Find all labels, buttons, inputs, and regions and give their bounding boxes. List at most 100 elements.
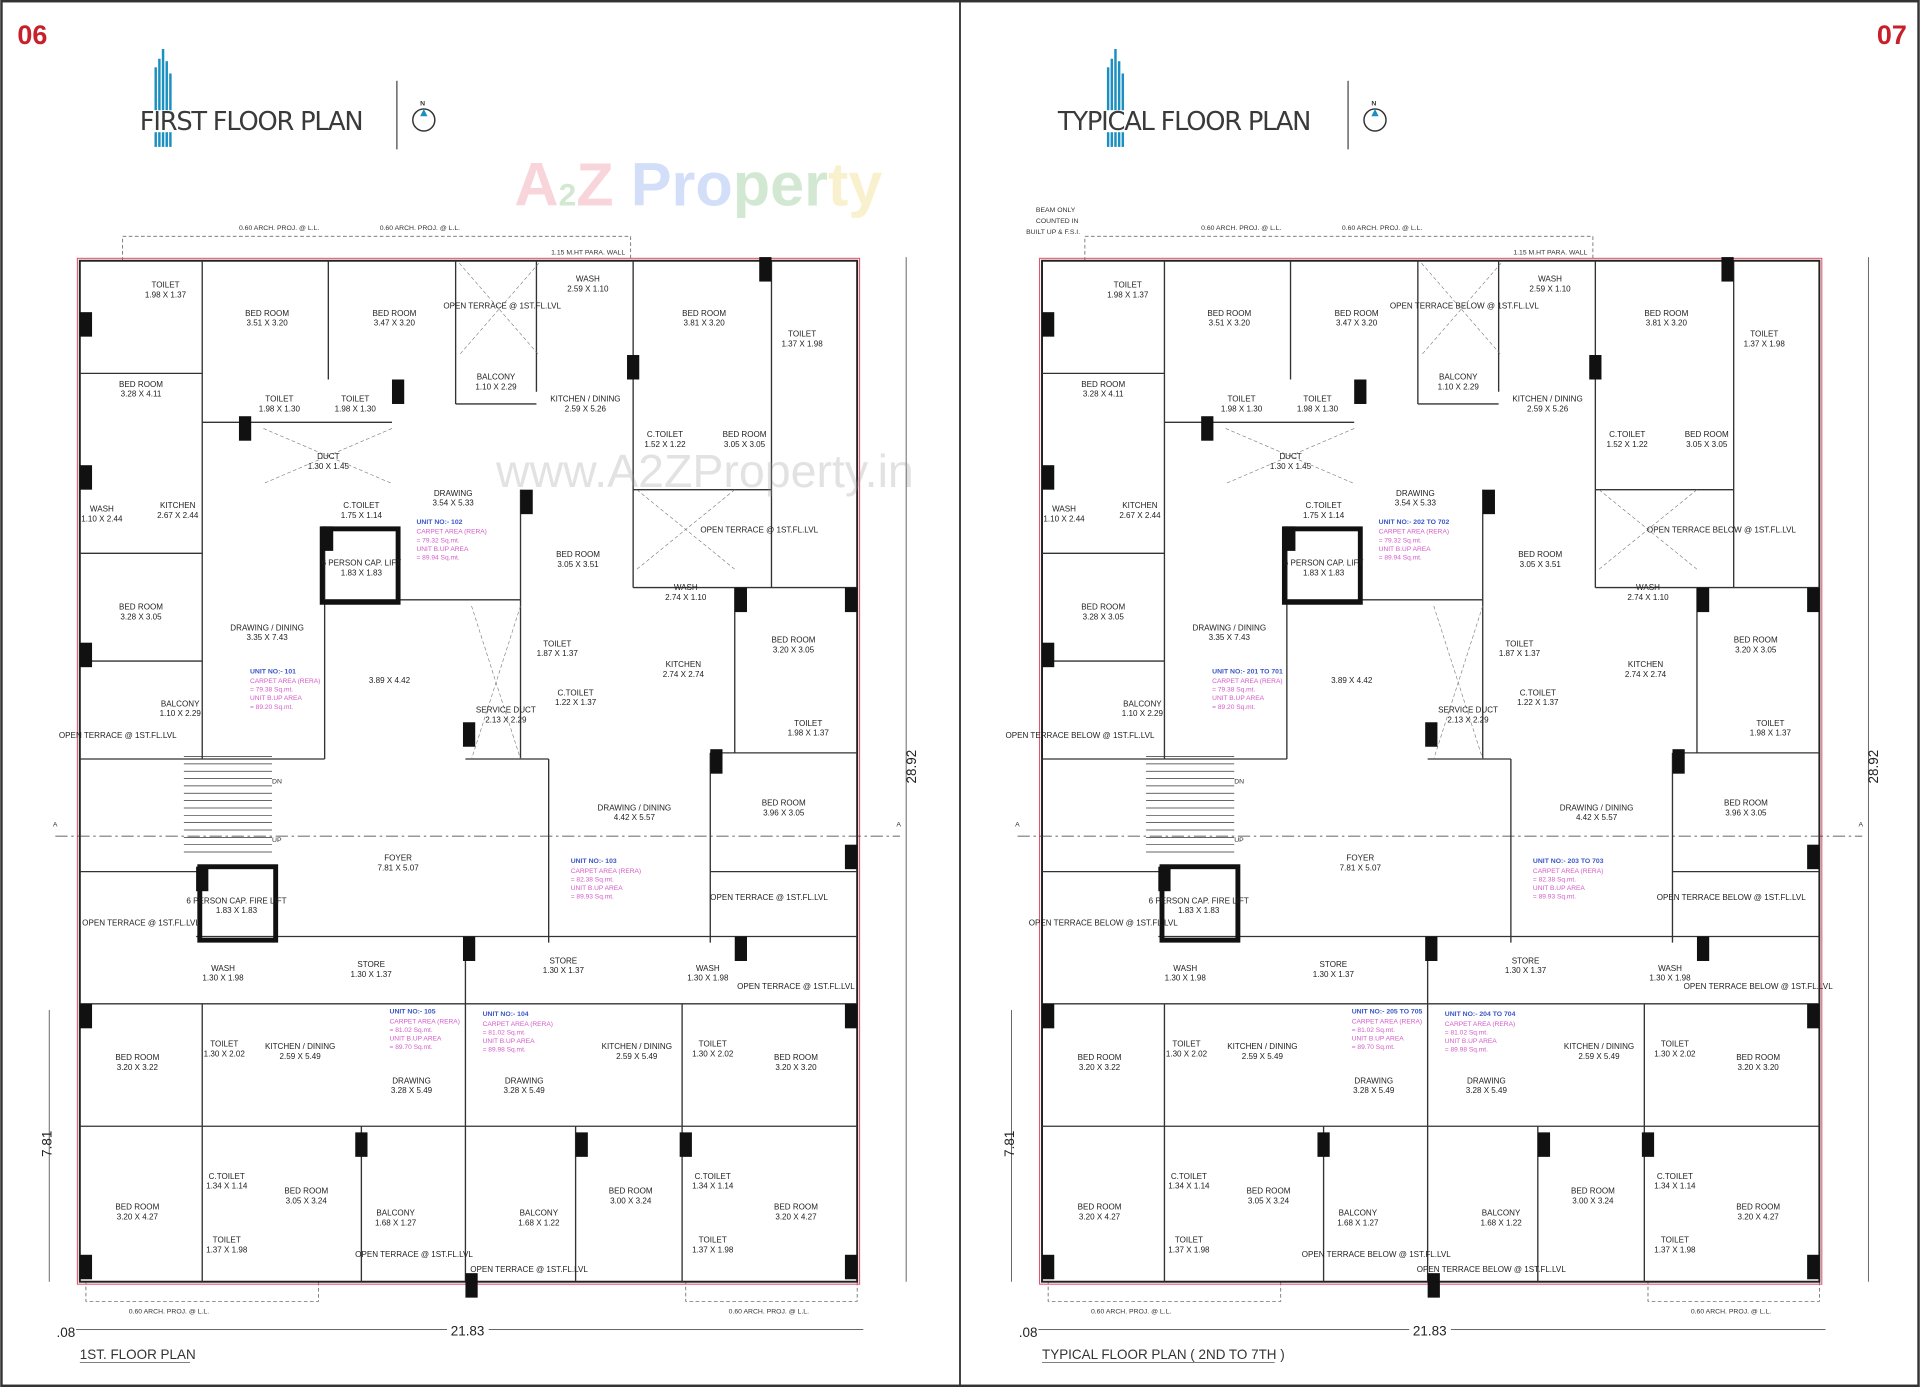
room-dimensions: 3.35 X 7.43 — [246, 633, 288, 642]
room-name: BED ROOM — [1736, 1053, 1780, 1062]
room-dimensions: 1.30 X 2.02 — [1654, 1049, 1696, 1058]
column — [1807, 1254, 1820, 1280]
first-floor-plan: 0.60 ARCH. PROJ. @ L.L.0.60 ARCH. PROJ. … — [40, 225, 919, 1363]
room-name: WASH — [1052, 505, 1076, 514]
carpet-area-value: = 79.38 Sq.mt. — [1212, 687, 1255, 694]
room-dimensions: 3.28 X 5.49 — [1466, 1086, 1508, 1095]
room-name: BALCONY — [376, 1209, 415, 1218]
room-dimensions: 3.81 X 3.20 — [1646, 319, 1688, 328]
open-terrace-label: OPEN TERRACE @ 1ST.FL.LVL — [82, 918, 200, 927]
page-header-first: FIRST FLOOR PLAN N — [140, 48, 436, 150]
builtup-area-value: = 89.70 Sq.mt. — [390, 1044, 433, 1051]
room-dimensions: 3.20 X 3.20 — [775, 1063, 817, 1072]
room-name: KITCHEN — [1628, 660, 1664, 669]
carpet-area-label: CARPET AREA (RERA) — [1445, 1021, 1515, 1028]
column — [679, 1132, 692, 1157]
room-dimensions: 1.37 X 1.98 — [692, 1245, 734, 1254]
carpet-area-value: = 79.32 Sq.mt. — [416, 537, 459, 544]
room-dimensions: 3.28 X 4.11 — [121, 390, 162, 399]
room-name: BED ROOM — [1207, 309, 1251, 318]
room-name: DUCT — [317, 452, 339, 461]
room-name: 6 PERSON CAP. LIFT — [1284, 559, 1364, 568]
room-dimensions: 3.05 X 3.24 — [286, 1196, 328, 1205]
room-dimensions: 2.67 X 2.44 — [1119, 511, 1161, 520]
builtup-area-value: = 89.93 Sq.mt. — [1533, 894, 1576, 901]
duct-cross — [459, 262, 540, 356]
room-dimensions: 1.30 X 1.37 — [543, 966, 585, 975]
room-dimensions: 3.51 X 3.20 — [246, 319, 288, 328]
room-dimensions: 1.30 X 1.45 — [1270, 462, 1312, 471]
room-name: KITCHEN / DINING — [265, 1042, 335, 1051]
room-name: TOILET — [1175, 1236, 1203, 1245]
room-dimensions: 1.83 X 1.83 — [1303, 568, 1345, 577]
room-dimensions: 3.51 X 3.20 — [1209, 319, 1251, 328]
room-name: TOILET — [1756, 719, 1784, 728]
carpet-area-value: = 82.38 Sq.mt. — [571, 876, 614, 883]
room-name: BED ROOM — [1247, 1187, 1291, 1196]
room-dimensions: 1.30 X 1.37 — [1505, 966, 1547, 975]
room-dimensions: 3.47 X 3.20 — [374, 319, 416, 328]
room-dimensions: 3.28 X 3.05 — [1083, 612, 1125, 621]
stair-down-label: DN — [1234, 778, 1244, 785]
column — [844, 587, 858, 613]
arch-projection-label: 0.60 ARCH. PROJ. @ L.L. — [1342, 225, 1422, 232]
room-name: C.TOILET — [1520, 688, 1556, 697]
fire-lift-shaft — [1159, 864, 1241, 943]
room-dimensions: 2.74 X 1.10 — [1627, 593, 1669, 602]
room-dimensions: 7.81 X 5.07 — [377, 863, 419, 872]
column — [391, 379, 405, 404]
plan-subtitle: TYPICAL FLOOR PLAN ( 2ND TO 7TH ) — [1042, 1347, 1285, 1362]
room-dimensions: 3.89 X 4.42 — [369, 676, 411, 685]
builtup-area-label: UNIT B.UP AREA — [483, 1038, 536, 1045]
room-name: BED ROOM — [1644, 309, 1688, 318]
room-name: 6 PERSON CAP. LIFT — [322, 559, 402, 568]
room-dimensions: 1.68 X 1.27 — [375, 1218, 417, 1227]
room-dimensions: 3.20 X 4.27 — [1079, 1212, 1121, 1221]
open-terrace-label: OPEN TERRACE @ 1ST.FL.LVL — [59, 731, 177, 740]
para-wall-label: 1.15 M.HT PARA. WALL — [551, 250, 625, 257]
room-name: BED ROOM — [119, 380, 163, 389]
room-dimensions: 1.22 X 1.37 — [1517, 698, 1559, 707]
open-terrace-label: OPEN TERRACE BELOW @ 1ST.FL.LVL — [1647, 526, 1797, 535]
room-dimensions: 1.98 X 1.37 — [145, 290, 187, 299]
room-dimensions: 1.30 X 1.98 — [687, 974, 729, 983]
duct-cross — [636, 489, 735, 570]
builtup-area-value: = 89.70 Sq.mt. — [1352, 1044, 1395, 1051]
room-dimensions: 1.10 X 2.29 — [160, 709, 202, 718]
room-name: TOILET — [1303, 395, 1331, 404]
room-name: BALCONY — [477, 372, 516, 381]
room-dimensions: 3.28 X 4.11 — [1083, 390, 1124, 399]
column — [575, 1132, 588, 1157]
room-name: 6 PERSON CAP. FIRE LIFT — [1149, 896, 1249, 905]
plan-subtitle: 1ST. FLOOR PLAN — [80, 1347, 196, 1362]
carpet-area-label: CARPET AREA (RERA) — [250, 678, 320, 685]
room-dimensions: 1.10 X 2.29 — [1122, 709, 1164, 718]
beam-note: BEAM ONLY — [1036, 207, 1076, 214]
room-name: BED ROOM — [682, 309, 726, 318]
room-dimensions: 1.75 X 1.14 — [1303, 511, 1345, 520]
column — [759, 257, 772, 282]
open-terrace-label: OPEN TERRACE @ 1ST.FL.LVL — [355, 1250, 473, 1259]
open-terrace-label: OPEN TERRACE @ 1ST.FL.LVL — [700, 526, 818, 535]
room-dimensions: 1.75 X 1.14 — [341, 511, 383, 520]
